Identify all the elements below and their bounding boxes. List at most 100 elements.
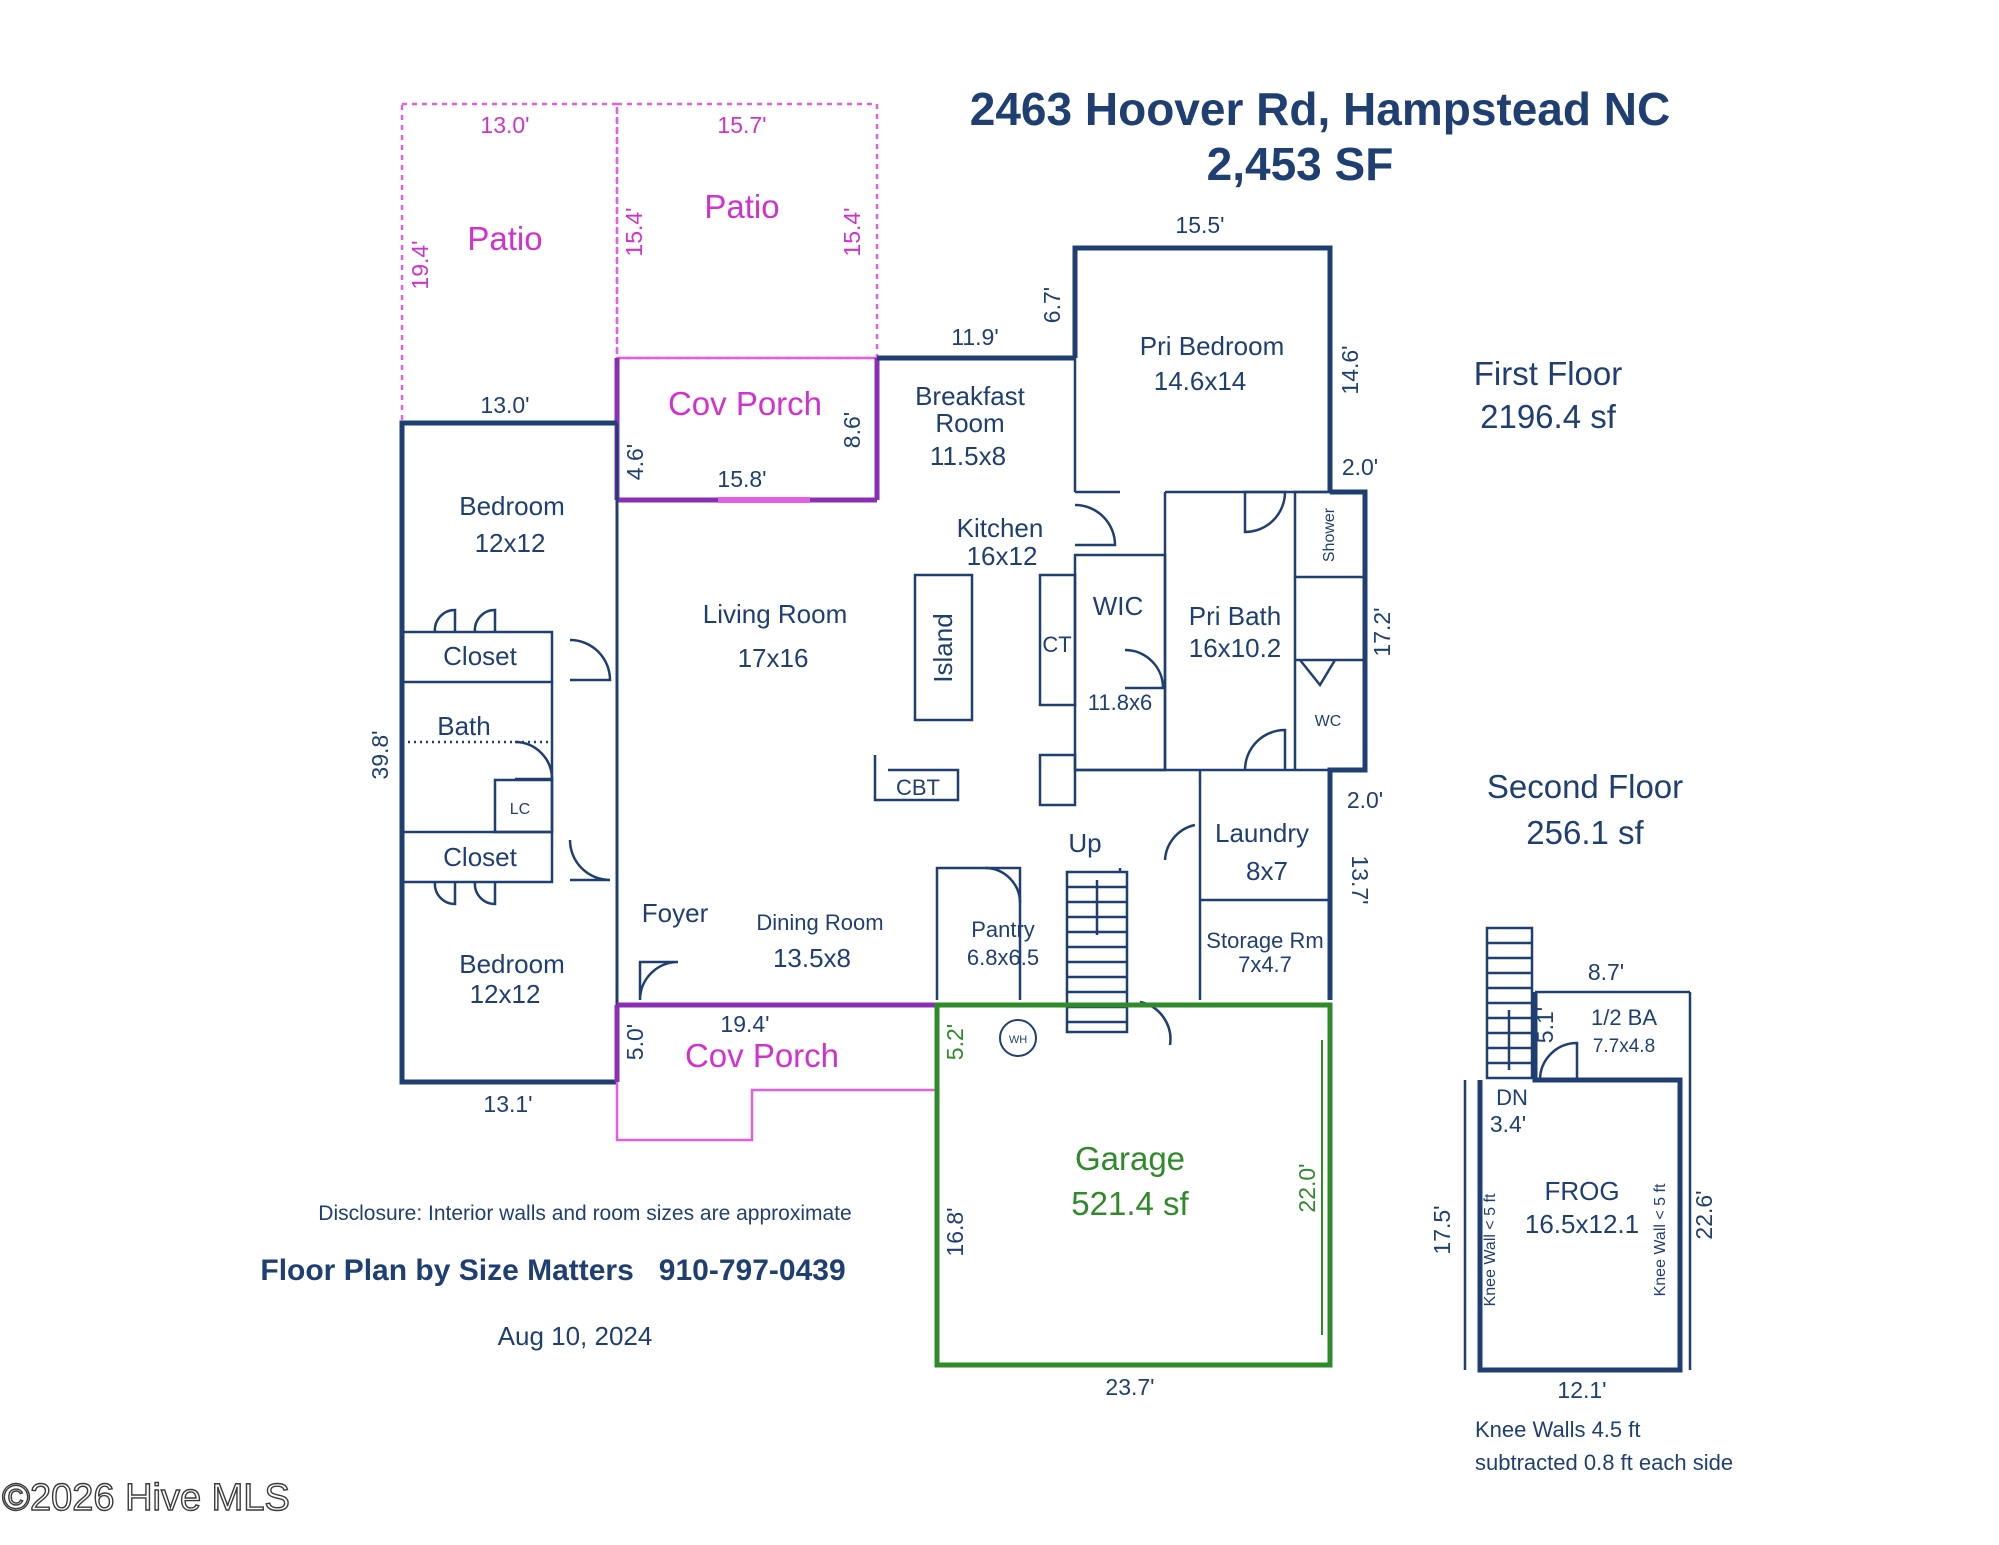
- dim-bedroom-bottom-width: 13.1': [483, 1091, 532, 1117]
- dim-second-left: 17.5': [1429, 1205, 1455, 1254]
- knee-note-1: Knee Walls 4.5 ft: [1475, 1417, 1640, 1442]
- dim-right-13: 13.7': [1347, 855, 1373, 904]
- half-bath-size: 7.7x4.8: [1593, 1036, 1655, 1057]
- dim-garage-left: 16.8': [942, 1207, 968, 1256]
- dim-garage-bottom: 23.7': [1105, 1374, 1154, 1400]
- kitchen-size: 16x12: [967, 541, 1038, 571]
- dim-cov-porch-bottom-right: 5.2': [942, 1024, 968, 1060]
- laundry-size: 8x7: [1246, 856, 1288, 886]
- bedroom-bottom-label: Bedroom: [459, 949, 565, 979]
- knee-wall-right-label: Knee Wall < 5 ft: [1652, 1183, 1669, 1296]
- kitchen-label: Kitchen: [957, 513, 1044, 543]
- breakfast-label-2: Room: [935, 408, 1004, 438]
- garage-outline: [934, 1002, 1333, 1368]
- stairs-first-floor: [1065, 870, 1129, 1034]
- cbt-label: CBT: [896, 775, 940, 800]
- dim-patio-left-side: 19.4': [407, 240, 433, 289]
- dim-second-top: 8.7': [1588, 959, 1624, 985]
- dim-cov-porch-bottom-left: 5.0': [622, 1024, 648, 1060]
- dim-bedroom-top-width: 13.0': [480, 392, 529, 418]
- wc-label: WC: [1315, 713, 1342, 730]
- dim-patio-right-side-right: 15.4': [839, 207, 865, 256]
- dim-second-bottom: 12.1': [1557, 1377, 1606, 1403]
- dim-pri-bed-top: 15.5': [1175, 212, 1224, 238]
- second-floor-area: 256.1 sf: [1526, 814, 1644, 851]
- dim-patio-left-top: 13.0': [480, 112, 529, 138]
- cov-porch-top-label: Cov Porch: [668, 385, 822, 422]
- knee-note-2: subtracted 0.8 ft each side: [1475, 1450, 1733, 1475]
- pantry-label: Pantry: [971, 917, 1035, 942]
- dim-cov-porch-top-left: 4.6': [622, 444, 648, 480]
- dining-room-size: 13.5x8: [773, 943, 851, 973]
- interior-walls: [400, 358, 1367, 1000]
- pri-bath-size: 16x10.2: [1189, 633, 1282, 663]
- dim-pri-bed-side-left: 6.7': [1039, 287, 1065, 323]
- bath-label: Bath: [437, 711, 491, 741]
- dim-pri-bed-side-right: 14.6': [1337, 345, 1363, 394]
- dn-label: DN: [1496, 1085, 1528, 1110]
- pri-bedroom-label: Pri Bedroom: [1140, 331, 1285, 361]
- garage-label: Garage: [1075, 1140, 1185, 1177]
- dim-right-2b: 2.0': [1347, 787, 1383, 813]
- frog-size: 16.5x12.1: [1525, 1209, 1639, 1239]
- wic-size: 11.8x6: [1088, 690, 1152, 715]
- dim-garage-right: 22.0': [1294, 1163, 1320, 1212]
- breakfast-size: 11.5x8: [930, 441, 1006, 471]
- dim-second-right: 22.6': [1691, 1190, 1717, 1239]
- water-heater-icon: [999, 1019, 1037, 1057]
- storage-label: Storage Rm: [1206, 928, 1323, 953]
- bedroom-bottom-size: 12x12: [470, 979, 541, 1009]
- dim-right-2a: 2.0': [1342, 454, 1378, 480]
- living-room-size: 17x16: [738, 643, 809, 673]
- closet-bottom-label: Closet: [443, 842, 517, 872]
- dim-patio-right-side-left: 15.4': [621, 207, 647, 256]
- half-bath-label: 1/2 BA: [1591, 1005, 1657, 1030]
- ct-label: CT: [1042, 632, 1071, 657]
- knee-wall-left-label: Knee Wall < 5 ft: [1482, 1193, 1499, 1306]
- dim-right-17: 17.2': [1369, 607, 1395, 656]
- patio-outline: [400, 102, 879, 424]
- dim-patio-right-top: 15.7': [717, 112, 766, 138]
- breakfast-label: Breakfast: [915, 381, 1026, 411]
- date-text: Aug 10, 2024: [498, 1321, 653, 1351]
- second-floor-label: Second Floor: [1487, 768, 1683, 805]
- patio-left-label: Patio: [467, 220, 542, 257]
- bedroom-top-label: Bedroom: [459, 491, 565, 521]
- disclosure-text: Disclosure: Interior walls and room size…: [318, 1202, 851, 1225]
- pantry-size: 6.8x6.5: [967, 945, 1039, 970]
- dim-breakfast-top: 11.9': [951, 324, 998, 350]
- living-room-label: Living Room: [703, 599, 848, 629]
- credit-text: Floor Plan by Size Matters 910-797-0439: [260, 1254, 845, 1287]
- dining-room-label: Dining Room: [756, 910, 883, 935]
- stairs-second-floor: [1485, 926, 1534, 1080]
- pri-bath-label: Pri Bath: [1189, 601, 1282, 631]
- first-floor-label: First Floor: [1474, 355, 1623, 392]
- second-floor-outline: [1463, 990, 1692, 1373]
- copyright-watermark: ©2026 Hive MLS: [2, 1477, 290, 1519]
- lc-label: LC: [510, 801, 530, 818]
- island-label: Island: [928, 613, 958, 682]
- shower-label: Shower: [1321, 507, 1338, 562]
- water-heater-label: WH: [1009, 1034, 1027, 1046]
- foyer-label: Foyer: [642, 898, 709, 928]
- frog-label: FROG: [1544, 1176, 1619, 1206]
- cov-porch-bottom-label: Cov Porch: [685, 1037, 839, 1074]
- dim-second-dn: 3.4': [1490, 1111, 1526, 1137]
- bedroom-top-size: 12x12: [475, 528, 546, 558]
- dim-cov-porch-top-right: 8.6': [839, 412, 865, 448]
- dim-cov-porch-bottom-width: 19.4': [720, 1011, 769, 1037]
- closet-top-label: Closet: [443, 641, 517, 671]
- storage-size: 7x4.7: [1238, 952, 1292, 977]
- dim-cov-porch-top-width: 15.8': [717, 466, 766, 492]
- pri-bedroom-size: 14.6x14: [1154, 366, 1247, 396]
- patio-right-label: Patio: [704, 188, 779, 225]
- laundry-label: Laundry: [1215, 818, 1309, 848]
- first-floor-area: 2196.4 sf: [1480, 398, 1617, 435]
- garage-area: 521.4 sf: [1071, 1185, 1189, 1222]
- up-label: Up: [1068, 828, 1101, 858]
- total-area-title: 2,453 SF: [1207, 138, 1394, 190]
- dim-left-side: 39.8': [367, 730, 393, 779]
- dim-second-stair: 5.1': [1532, 1007, 1558, 1043]
- wic-label: WIC: [1093, 591, 1144, 621]
